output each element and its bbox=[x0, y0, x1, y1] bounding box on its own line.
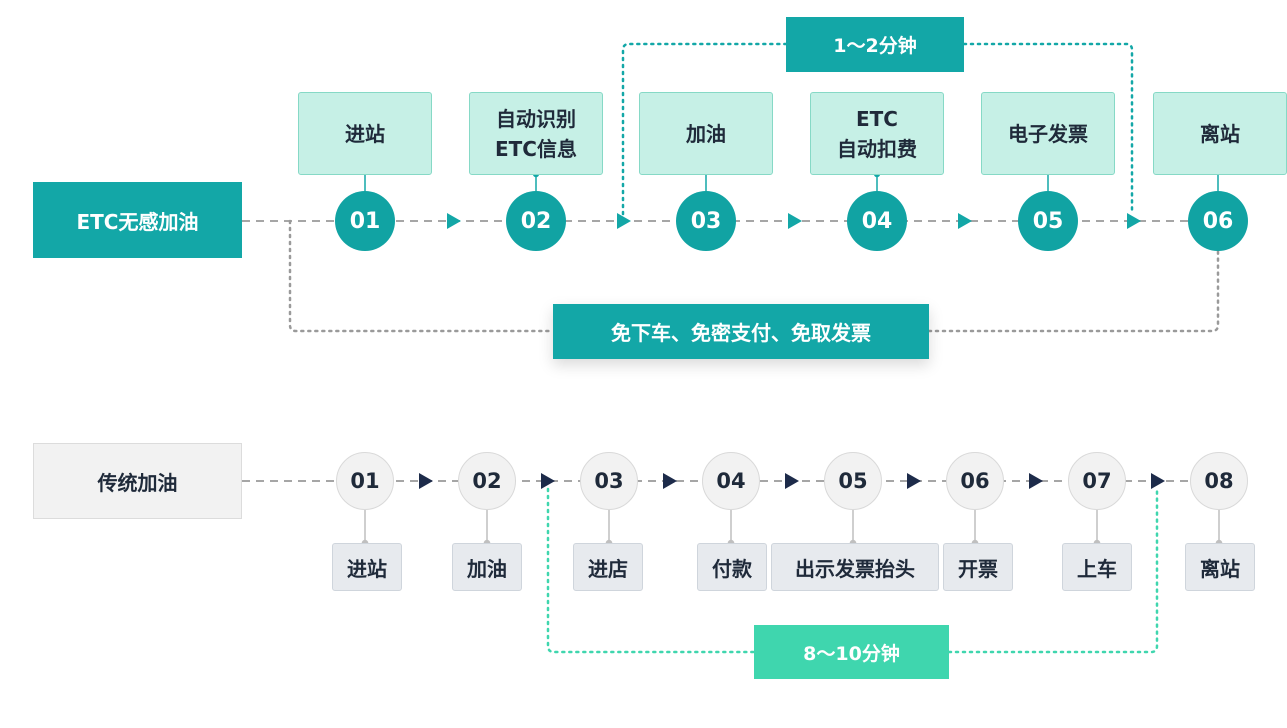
step-label: 进站 bbox=[345, 121, 385, 146]
step-label: 自动扣费 bbox=[837, 136, 917, 161]
etc-step-card: 自动识别 ETC信息 bbox=[469, 92, 603, 175]
etc-arrow bbox=[958, 213, 972, 229]
etc-step-number: 04 bbox=[847, 191, 907, 251]
step-label: ETC bbox=[856, 106, 898, 131]
traditional-step-label: 开票 bbox=[943, 543, 1013, 591]
traditional-step-label: 加油 bbox=[452, 543, 522, 591]
etc-step-number: 05 bbox=[1018, 191, 1078, 251]
etc-step-card: ETC 自动扣费 bbox=[810, 92, 944, 175]
etc-arrow bbox=[788, 213, 802, 229]
step-label: ETC信息 bbox=[495, 136, 577, 161]
traditional-step-number: 04 bbox=[702, 452, 760, 510]
traditional-refuel-title: 传统加油 bbox=[33, 443, 242, 519]
traditional-arrows bbox=[419, 473, 1165, 489]
etc-step-number: 01 bbox=[335, 191, 395, 251]
traditional-step-number: 08 bbox=[1190, 452, 1248, 510]
traditional-time-badge: 8～10分钟 bbox=[754, 625, 949, 679]
etc-arrow bbox=[447, 213, 461, 229]
traditional-step-number: 05 bbox=[824, 452, 882, 510]
traditional-step-number: 03 bbox=[580, 452, 638, 510]
traditional-step-label: 进店 bbox=[573, 543, 643, 591]
etc-arrow bbox=[1127, 213, 1141, 229]
etc-step-card: 加油 bbox=[639, 92, 773, 175]
traditional-step-number: 06 bbox=[946, 452, 1004, 510]
etc-time-bracket bbox=[621, 42, 1134, 216]
traditional-step-number: 02 bbox=[458, 452, 516, 510]
traditional-step-label: 进站 bbox=[332, 543, 402, 591]
traditional-step-label: 上车 bbox=[1062, 543, 1132, 591]
step-label: 自动识别 bbox=[496, 106, 576, 131]
traditional-step-label: 出示发票抬头 bbox=[771, 543, 939, 591]
etc-step-number: 02 bbox=[506, 191, 566, 251]
etc-step-card: 离站 bbox=[1153, 92, 1287, 175]
traditional-step-label: 付款 bbox=[697, 543, 767, 591]
step-label: 离站 bbox=[1200, 121, 1240, 146]
traditional-time-bracket bbox=[546, 487, 1159, 654]
traditional-step-number: 01 bbox=[336, 452, 394, 510]
etc-benefits-badge: 免下车、免密支付、免取发票 bbox=[553, 304, 929, 359]
etc-step-card: 电子发票 bbox=[981, 92, 1115, 175]
etc-step-card: 进站 bbox=[298, 92, 432, 175]
traditional-step-number: 07 bbox=[1068, 452, 1126, 510]
etc-arrow bbox=[617, 213, 631, 229]
etc-benefits-bracket bbox=[288, 219, 1220, 333]
etc-step-number: 06 bbox=[1188, 191, 1248, 251]
etc-step-number: 03 bbox=[676, 191, 736, 251]
step-label: 电子发票 bbox=[1008, 121, 1088, 146]
traditional-step-label: 离站 bbox=[1185, 543, 1255, 591]
traditional-label-connectors bbox=[361, 510, 1223, 547]
etc-refuel-title: ETC无感加油 bbox=[33, 182, 242, 258]
etc-time-badge: 1～2分钟 bbox=[786, 17, 964, 72]
step-label: 加油 bbox=[686, 121, 726, 146]
